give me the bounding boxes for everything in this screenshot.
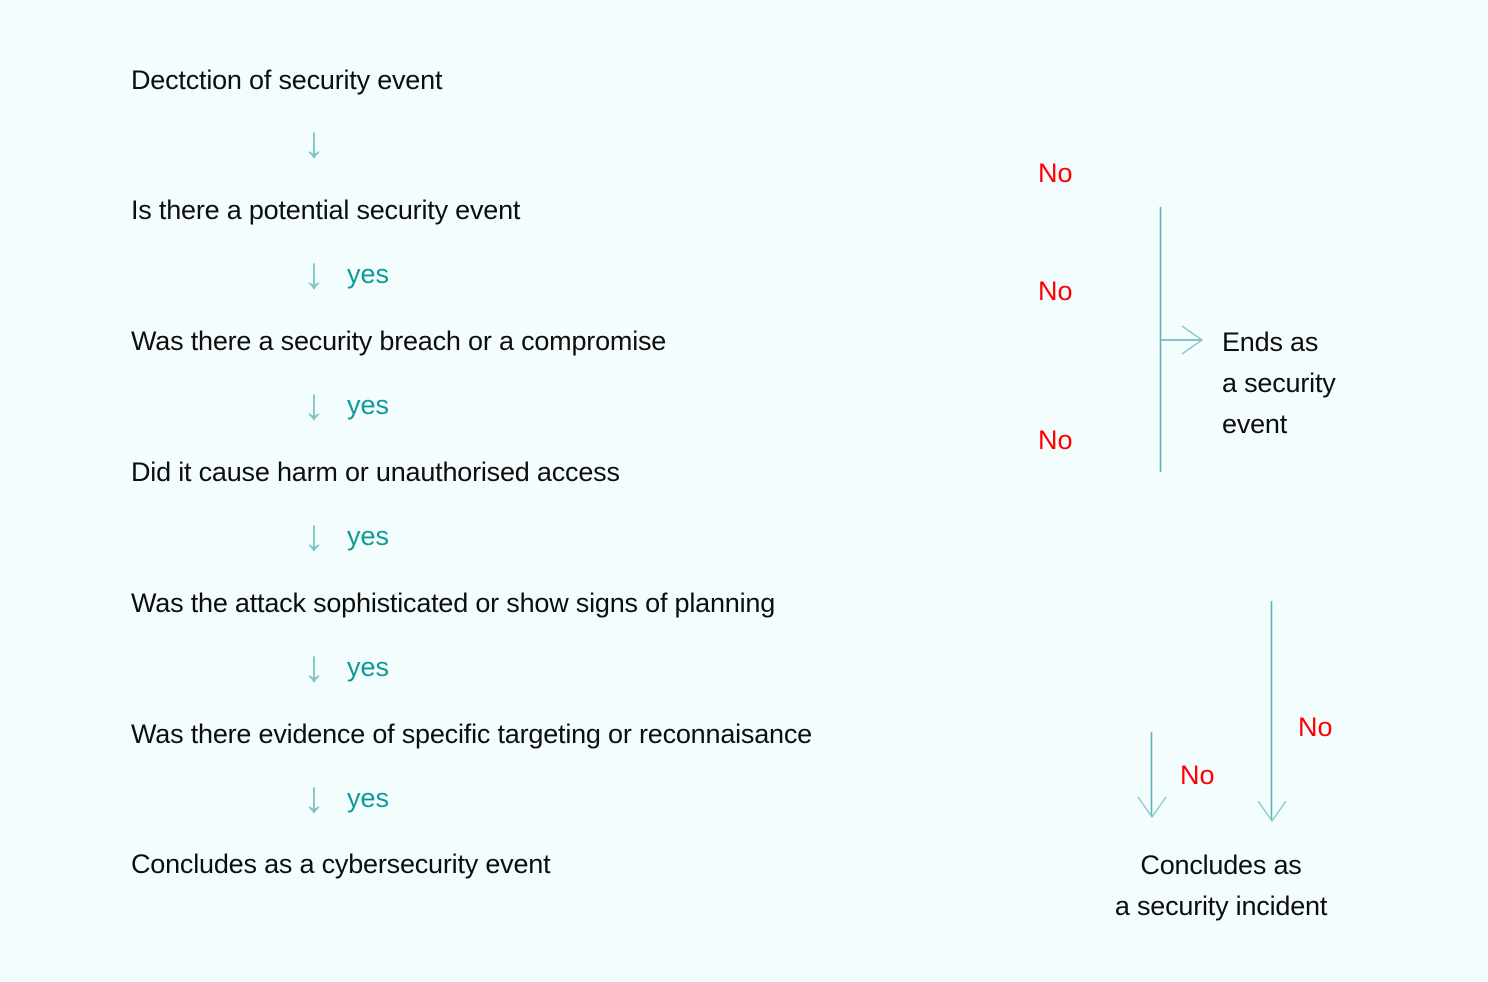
edge-q3-yes-to-q4: ↓ yes: [303, 514, 389, 558]
node-question-harm-access: Did it cause harm or unauthorised access: [131, 457, 620, 487]
yes-label-4: yes: [347, 651, 390, 682]
down-arrow-icon: ↓: [303, 118, 325, 167]
terminal-line-1: Concludes as: [1140, 850, 1302, 880]
no-edge-2: [850, 325, 1204, 355]
down-arrow-icon: ↓: [303, 511, 325, 560]
node-question-potential-event: Is there a potential security event: [131, 195, 521, 225]
terminal-line-1: Ends as: [1222, 327, 1319, 357]
edge-q5-yes-to-conclusion: ↓ yes: [303, 776, 389, 820]
node-question-breach-compromise: Was there a security breach or a comprom…: [131, 326, 667, 356]
no-label-4: No: [1298, 712, 1333, 742]
down-arrow-icon: ↓: [303, 380, 325, 429]
no-label-2: No: [1038, 276, 1073, 306]
no-edge-4: [900, 600, 1287, 823]
yes-label-2: yes: [347, 389, 390, 420]
down-arrow-icon: ↓: [303, 249, 325, 298]
node-detection: Dectction of security event: [131, 65, 443, 95]
terminal-ends-as-security-event: Ends as a security event: [1222, 322, 1336, 445]
node-question-sophisticated: Was the attack sophisticated or show sig…: [131, 588, 776, 618]
edge-q4-yes-to-q5: ↓ yes: [303, 645, 389, 689]
terminal-concludes-as-security-incident: Concludes as a security incident: [1091, 845, 1351, 927]
yes-label-5: yes: [347, 782, 390, 813]
edge-q1-yes-to-q2: ↓ yes: [303, 252, 389, 296]
edge-detection-to-q1: ↓: [303, 121, 325, 165]
no-label-1: No: [1038, 158, 1073, 188]
yes-label-3: yes: [347, 520, 390, 551]
no-edge-5: [950, 731, 1167, 819]
no-label-3: No: [1038, 425, 1073, 455]
terminal-line-2: a security: [1222, 368, 1336, 398]
node-question-targeting-recon: Was there evidence of specific targeting…: [131, 719, 812, 749]
down-arrow-icon: ↓: [303, 642, 325, 691]
yes-label-1: yes: [347, 258, 390, 289]
edge-q2-yes-to-q3: ↓ yes: [303, 383, 389, 427]
no-label-5: No: [1180, 760, 1215, 790]
node-conclusion-cybersecurity-event: Concludes as a cybersecurity event: [131, 849, 551, 879]
down-arrow-icon: ↓: [303, 773, 325, 822]
terminal-line-3: event: [1222, 409, 1288, 439]
terminal-line-2: a security incident: [1114, 891, 1328, 921]
